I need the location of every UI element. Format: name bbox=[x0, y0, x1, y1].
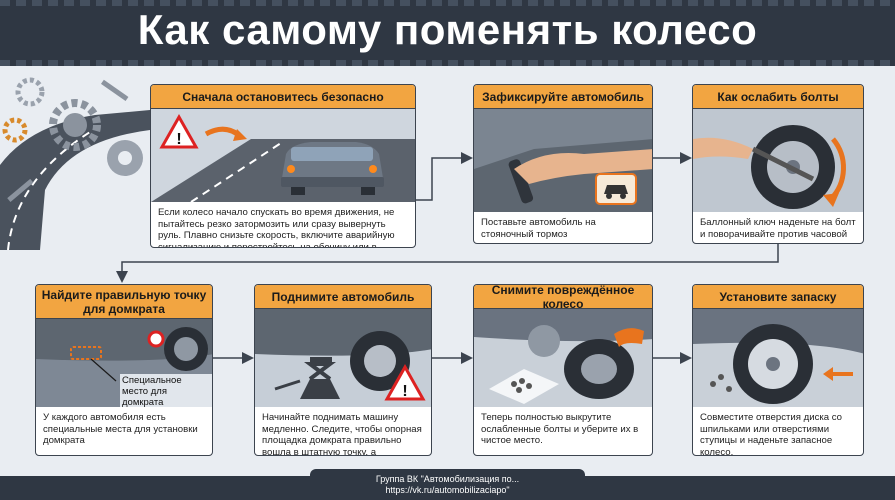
tire-icon bbox=[564, 339, 634, 399]
step-card-stop-safely: Сначала остановитесь безопасно ! Если к bbox=[150, 84, 416, 248]
car-rear-icon bbox=[281, 142, 384, 195]
step-card-fix-car: Зафиксируйте автомобиль Поставьте автомо… bbox=[473, 84, 653, 244]
step-description: Если колесо начало спускать во время дви… bbox=[158, 207, 395, 248]
step-image-wheel-wrench bbox=[693, 109, 863, 212]
step-description: Поставьте автомобиль на стояночный тормо… bbox=[481, 217, 596, 240]
step-title: Зафиксируйте автомобиль bbox=[474, 85, 652, 109]
step-image-road: ! bbox=[151, 109, 415, 202]
wrench-icon bbox=[100, 79, 129, 102]
step-title: Как ослабить болты bbox=[693, 85, 863, 109]
step-image-spare-wheel bbox=[693, 309, 863, 407]
step-image-jack-point: Специальное место для домкрата bbox=[36, 319, 212, 407]
svg-text:!: ! bbox=[402, 383, 407, 400]
footer-plate: Группа ВК "Автомобилизация по... https:/… bbox=[310, 469, 585, 500]
step-title: Поднимите автомобиль bbox=[255, 285, 431, 309]
gear-icon bbox=[2, 117, 28, 143]
step-title: Сначала остановитесь безопасно bbox=[151, 85, 415, 109]
step-image-wheel-removed bbox=[474, 309, 652, 407]
footer-bar: Группа ВК "Автомобилизация по... https:/… bbox=[0, 469, 895, 500]
jack-point-callout: Специальное место для домкрата bbox=[120, 374, 212, 407]
header-stripe-top bbox=[0, 0, 895, 6]
step-title: Установите запаску bbox=[693, 285, 863, 309]
gear-icon bbox=[49, 99, 101, 151]
wheel-icon bbox=[107, 140, 143, 176]
parking-brake-icon bbox=[595, 173, 637, 205]
wrench-icon bbox=[7, 178, 34, 202]
bolts-on-cloth bbox=[489, 369, 559, 404]
footer-group-name: Группа ВК "Автомобилизация по... bbox=[375, 474, 520, 484]
wheel-icon bbox=[733, 324, 813, 404]
step-image-handbrake bbox=[474, 109, 652, 212]
footer-link[interactable]: https://vk.ru/automobilizaciapo" bbox=[385, 485, 510, 495]
svg-text:!: ! bbox=[176, 131, 181, 148]
warning-triangle-icon: ! bbox=[159, 113, 199, 149]
wheel-icon bbox=[350, 331, 410, 391]
step-description: Баллонный ключ наденьте на болт и повора… bbox=[700, 217, 856, 243]
gear-icon bbox=[15, 77, 45, 107]
jack-icon bbox=[274, 357, 340, 399]
step-description: Теперь полностью выкрутите ослабленные б… bbox=[481, 412, 639, 447]
step-card-lift-car: Поднимите автомобиль ! Начинайте поднима… bbox=[254, 284, 432, 456]
step-title: Найдите правильную точку для домкрата bbox=[36, 285, 212, 319]
step-description: Совместите отверстия диска со шпильками … bbox=[700, 412, 843, 456]
step-description: Начинайте поднимать машину медленно. Сле… bbox=[262, 412, 422, 456]
step-card-mount-spare: Установите запаску Совместите отверстия … bbox=[692, 284, 864, 456]
warning-triangle-icon: ! bbox=[384, 363, 426, 401]
header-banner: Как самому поменять колесо bbox=[0, 0, 895, 66]
page-title: Как самому поменять колесо bbox=[137, 6, 758, 53]
road-and-gears-illustration bbox=[0, 77, 150, 250]
step-card-remove-wheel: Снимите повреждённое колесо Теперь полно… bbox=[473, 284, 653, 456]
step-image-jack-lifting: ! bbox=[255, 309, 431, 407]
header-stripe-bottom bbox=[0, 60, 895, 66]
step-card-jack-point: Найдите правильную точку для домкрата Сп… bbox=[35, 284, 213, 456]
step-card-loosen-bolts: Как ослабить болты Баллонный ключ надень… bbox=[692, 84, 864, 244]
step-title: Снимите повреждённое колесо bbox=[474, 285, 652, 311]
step-description: У каждого автомобиля есть специальные ме… bbox=[43, 412, 198, 447]
